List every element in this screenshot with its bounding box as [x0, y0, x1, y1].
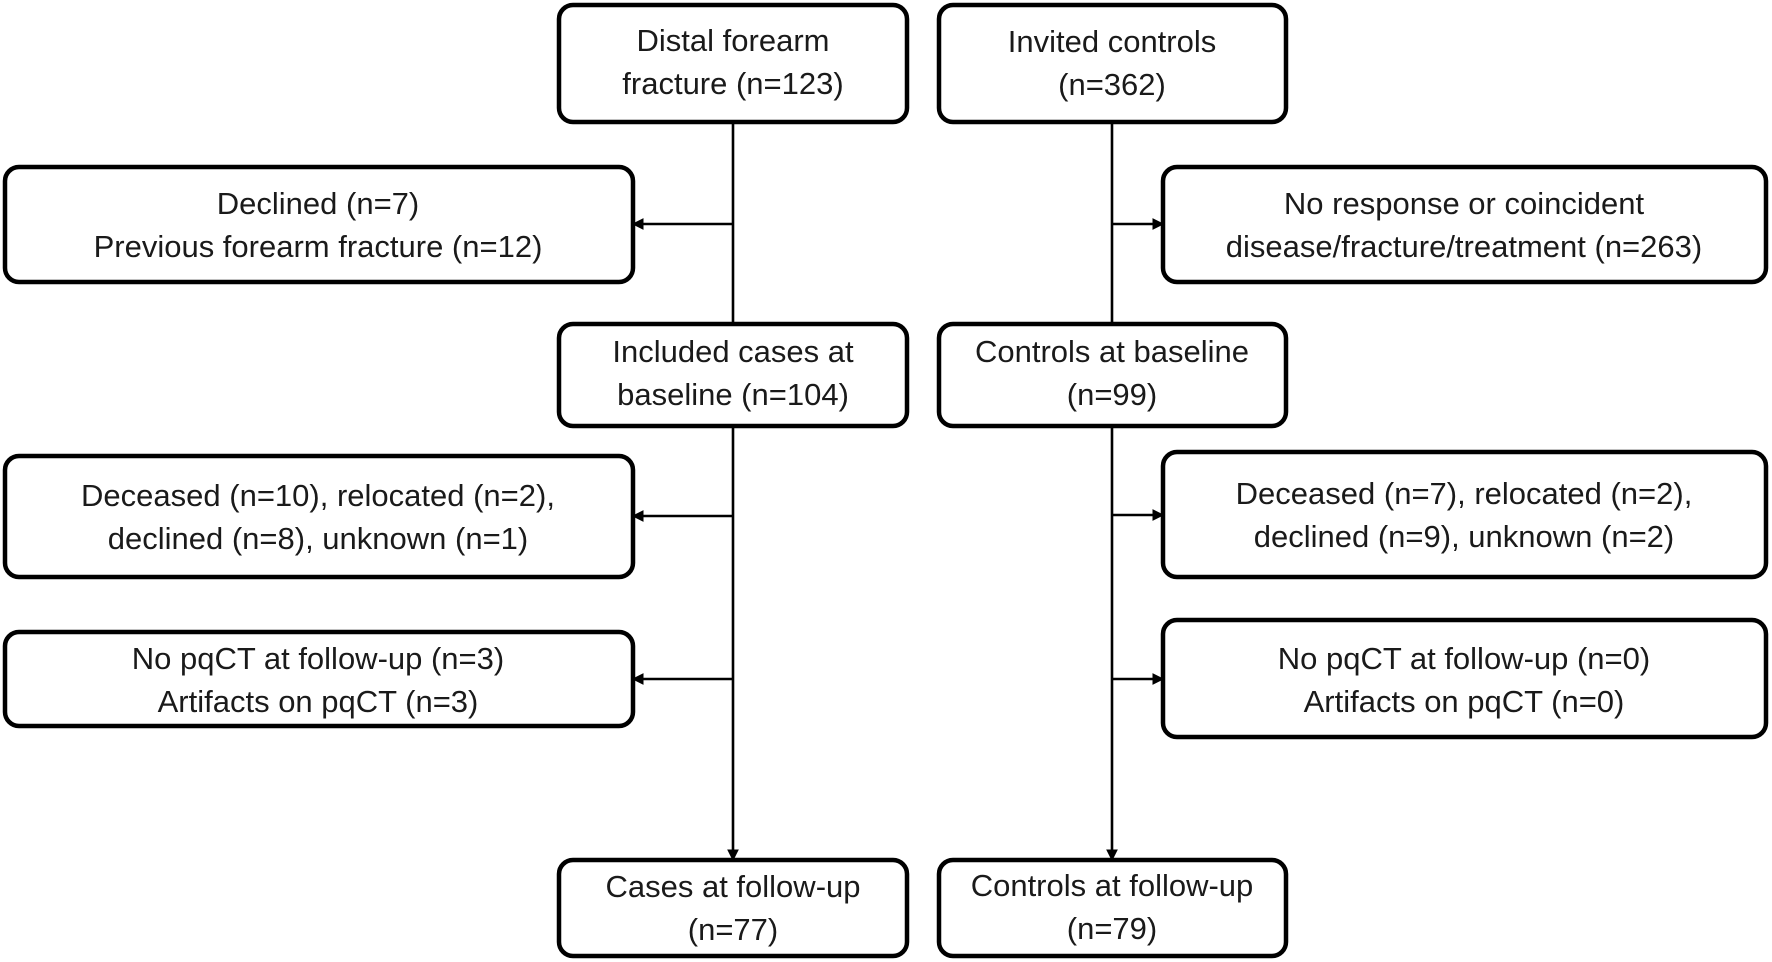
node-distal-forearm-fracture: Distal forearm fracture (n=123): [556, 2, 910, 125]
node-cases-followup: Cases at follow-up (n=77): [556, 857, 910, 959]
node-controls-exclusion-baseline: No response or coincident disease/fractu…: [1160, 164, 1769, 285]
node-box: [936, 321, 1289, 429]
node-label-line-2: declined (n=8), unknown (n=1): [108, 521, 528, 556]
node-label-line-2: (n=79): [1067, 911, 1157, 946]
node-box: [936, 857, 1289, 959]
node-controls-followup: Controls at follow-up (n=79): [936, 857, 1289, 959]
node-label-line-1: Invited controls: [1008, 24, 1217, 59]
node-label-line-2: (n=77): [688, 912, 778, 947]
node-box: [2, 453, 636, 580]
node-label-line-1: Controls at baseline: [975, 334, 1249, 369]
node-box: [556, 321, 910, 429]
node-label-line-2: (n=362): [1058, 67, 1166, 102]
connectors: [631, 122, 1165, 862]
node-label-line-1: Cases at follow-up: [605, 869, 860, 904]
node-label-line-2: declined (n=9), unknown (n=2): [1254, 519, 1674, 554]
node-label-line-2: Artifacts on pqCT (n=3): [158, 684, 479, 719]
node-controls-lost-followup: Deceased (n=7), relocated (n=2), decline…: [1160, 449, 1769, 580]
node-label-line-1: Declined (n=7): [217, 186, 419, 221]
node-cases-exclusion-baseline: Declined (n=7) Previous forearm fracture…: [2, 164, 636, 285]
node-invited-controls: Invited controls (n=362): [936, 2, 1289, 125]
node-box: [2, 629, 636, 729]
node-label-line-1: Deceased (n=7), relocated (n=2),: [1236, 476, 1693, 511]
node-label-line-1: Deceased (n=10), relocated (n=2),: [81, 478, 555, 513]
node-box: [1160, 164, 1769, 285]
node-label-line-2: disease/fracture/treatment (n=263): [1226, 229, 1702, 264]
node-cases-exclusion-pqct: No pqCT at follow-up (n=3) Artifacts on …: [2, 629, 636, 729]
node-label-line-1: No response or coincident: [1284, 186, 1645, 221]
node-label-line-1: Included cases at: [612, 334, 854, 369]
node-cases-lost-followup: Deceased (n=10), relocated (n=2), declin…: [2, 453, 636, 580]
node-controls-exclusion-pqct: No pqCT at follow-up (n=0) Artifacts on …: [1160, 617, 1769, 740]
node-label-line-2: fracture (n=123): [622, 66, 843, 101]
node-label-line-1: Controls at follow-up: [971, 868, 1254, 903]
node-included-cases-baseline: Included cases at baseline (n=104): [556, 321, 910, 429]
node-box: [2, 164, 636, 285]
node-label-line-2: Previous forearm fracture (n=12): [94, 229, 543, 264]
node-label-line-1: Distal forearm: [637, 23, 830, 58]
node-label-line-2: (n=99): [1067, 377, 1157, 412]
node-label-line-1: No pqCT at follow-up (n=3): [132, 641, 504, 676]
node-label-line-2: Artifacts on pqCT (n=0): [1304, 684, 1625, 719]
node-controls-baseline: Controls at baseline (n=99): [936, 321, 1289, 429]
node-box: [556, 2, 910, 125]
node-label-line-1: No pqCT at follow-up (n=0): [1278, 641, 1650, 676]
node-box: [556, 857, 910, 959]
node-label-line-2: baseline (n=104): [617, 377, 849, 412]
node-box: [936, 2, 1289, 125]
node-box: [1160, 449, 1769, 580]
node-box: [1160, 617, 1769, 740]
